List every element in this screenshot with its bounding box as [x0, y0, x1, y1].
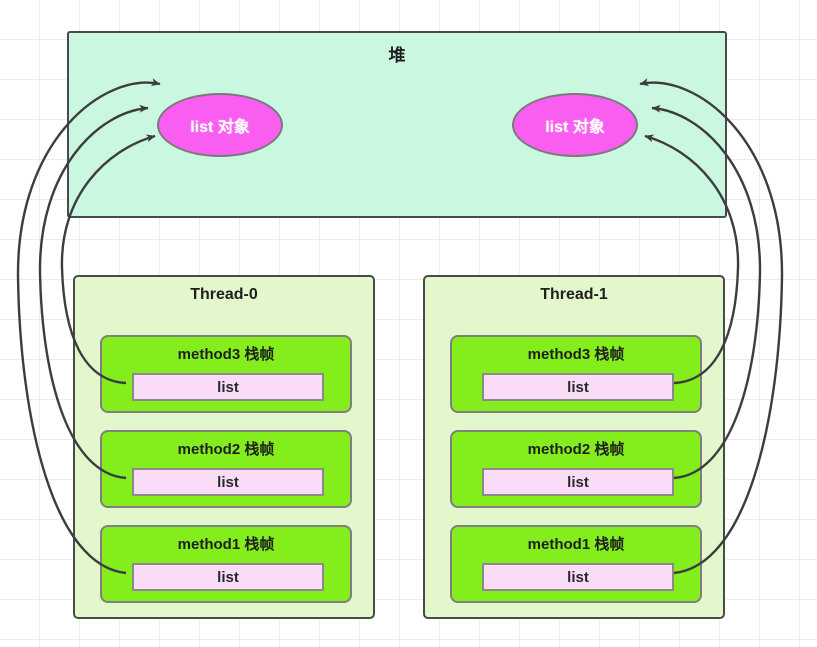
stack-frame-label: method1 栈帧 — [527, 536, 625, 553]
stack-frame-method2[interactable]: method2 栈帧 list — [100, 430, 352, 508]
thread-title: Thread-1 — [540, 286, 608, 303]
local-variable-label: list — [567, 378, 589, 396]
thread-title: Thread-0 — [190, 286, 258, 303]
local-variable-list[interactable]: list — [132, 373, 324, 401]
stack-frame-method3[interactable]: method3 栈帧 list — [450, 335, 702, 413]
stack-frame-method2[interactable]: method2 栈帧 list — [450, 430, 702, 508]
local-variable-label: list — [217, 473, 239, 491]
stack-frame-method1[interactable]: method1 栈帧 list — [450, 525, 702, 603]
thread-stack-0: Thread-0 method3 栈帧 list method2 栈帧 list… — [73, 275, 375, 619]
local-variable-list[interactable]: list — [482, 468, 674, 496]
heap-object-label: list 对象 — [545, 119, 605, 136]
stack-frame-label: method3 栈帧 — [177, 346, 275, 363]
stack-frame-label: method3 栈帧 — [527, 346, 625, 363]
stack-frame-method1[interactable]: method1 栈帧 list — [100, 525, 352, 603]
local-variable-label: list — [567, 473, 589, 491]
heap-object-label: list 对象 — [190, 119, 250, 136]
local-variable-list[interactable]: list — [482, 373, 674, 401]
local-variable-list[interactable]: list — [482, 563, 674, 591]
stack-frame-method3[interactable]: method3 栈帧 list — [100, 335, 352, 413]
thread-stack-1: Thread-1 method3 栈帧 list method2 栈帧 list… — [423, 275, 725, 619]
local-variable-label: list — [217, 378, 239, 396]
stack-frame-label: method1 栈帧 — [177, 536, 275, 553]
heap-object-list-right[interactable]: list 对象 — [512, 93, 638, 157]
stack-frame-label: method2 栈帧 — [177, 441, 275, 458]
stack-frame-label: method2 栈帧 — [527, 441, 625, 458]
heap-object-list-left[interactable]: list 对象 — [157, 93, 283, 157]
local-variable-label: list — [567, 568, 589, 586]
local-variable-label: list — [217, 568, 239, 586]
heap-label: 堆 — [388, 46, 406, 65]
local-variable-list[interactable]: list — [132, 468, 324, 496]
local-variable-list[interactable]: list — [132, 563, 324, 591]
